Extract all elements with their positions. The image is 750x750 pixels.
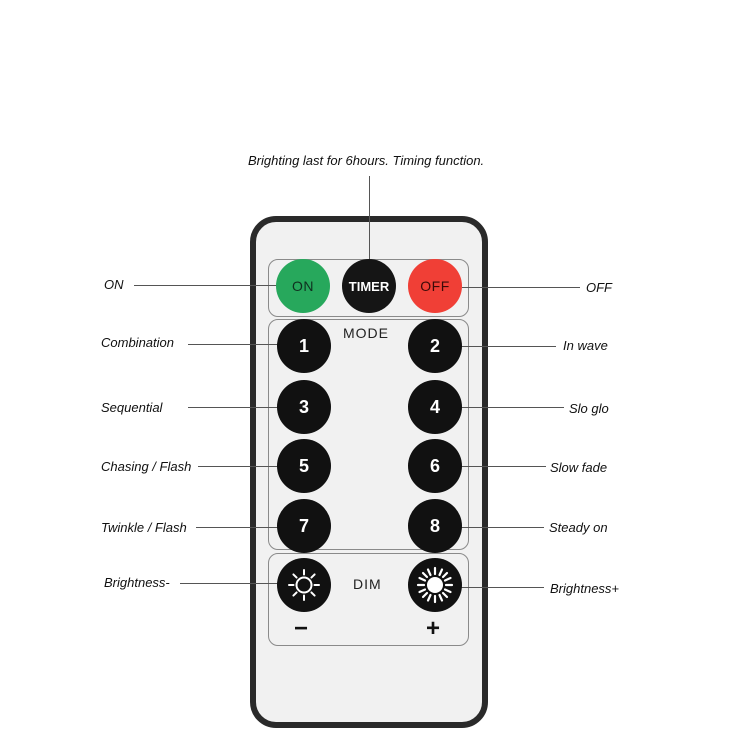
mode-button-5[interactable]: 5 [277,439,331,493]
button-3-leader-line [188,407,278,408]
timer-caption: Brighting last for 6hours. Timing functi… [248,153,485,168]
button-7-leader-line [196,527,278,528]
mode-button-2[interactable]: 2 [408,319,462,373]
brightness-minus-leader-line [180,583,278,584]
mode-button-4[interactable]: 4 [408,380,462,434]
button-7-caption: Twinkle / Flash [101,520,187,535]
button-4-caption: Slo glo [569,401,609,416]
button-8-leader-line [460,527,544,528]
brightness-up-button[interactable] [408,558,462,612]
sun-filled-icon [416,566,454,604]
brightness-plus-caption: Brightness+ [550,581,620,596]
minus-sign: − [294,615,309,642]
button-2-caption: In wave [563,338,608,353]
off-caption: OFF [586,280,612,295]
off-leader-line [462,287,580,288]
button-8-caption: Steady on [549,520,608,535]
on-leader-line [134,285,276,286]
mode-button-3[interactable]: 3 [277,380,331,434]
mode-panel [268,319,469,550]
button-5-caption: Chasing / Flash [101,459,192,474]
off-button[interactable]: OFF [408,259,462,313]
plus-sign: + [426,615,441,642]
button-6-leader-line [460,466,546,467]
mode-button-7[interactable]: 7 [277,499,331,553]
brightness-down-button[interactable] [277,558,331,612]
on-caption: ON [104,277,124,292]
mode-button-1[interactable]: 1 [277,319,331,373]
dim-panel [268,553,469,646]
brightness-plus-leader-line [460,587,544,588]
button-3-caption: Sequential [101,400,163,415]
mode-button-6[interactable]: 6 [408,439,462,493]
brightness-minus-caption: Brightness- [104,575,170,590]
mode-label: MODE [343,325,389,341]
sun-outline-icon [286,567,322,603]
timer-button[interactable]: TIMER [342,259,396,313]
button-2-leader-line [460,346,556,347]
button-4-leader-line [460,407,564,408]
button-1-leader-line [188,344,278,345]
timer-leader-line [369,176,370,260]
mode-button-8[interactable]: 8 [408,499,462,553]
on-button[interactable]: ON [276,259,330,313]
button-5-leader-line [198,466,278,467]
dim-label: DIM [353,576,382,592]
button-6-caption: Slow fade [550,460,608,475]
button-1-caption: Combination [101,335,174,350]
